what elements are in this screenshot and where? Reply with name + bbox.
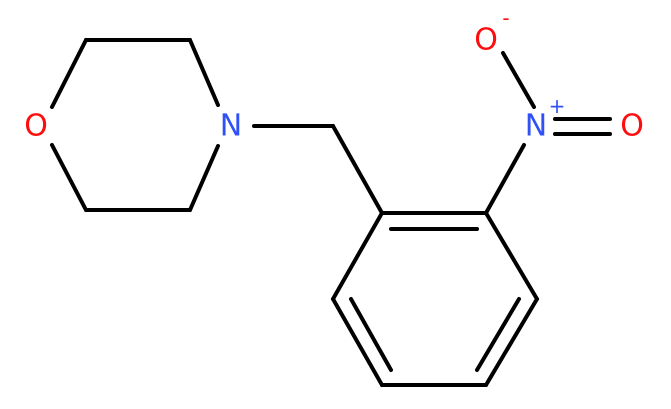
- bond-benzene-c6-c1: [331, 211, 384, 301]
- bond-benzene-c3-c4-inner: [475, 297, 521, 372]
- bond-benzene-nitro-n: [484, 143, 526, 215]
- bonds: [50, 38, 612, 387]
- bond-ch2-benzene: [331, 124, 384, 215]
- nitro-nitrogen-charge: +: [549, 94, 566, 118]
- nitro-oxygen-double-label: O: [620, 109, 644, 144]
- bond-benzene-c2-c3: [484, 211, 539, 301]
- bond-ring-n-c1: [188, 38, 220, 107]
- bond-benzene-c5-c6-inner: [349, 297, 393, 372]
- nitro-oxygen-single-label: O: [474, 23, 498, 58]
- ring-nitrogen-label: N: [220, 109, 242, 144]
- nitro-oxygen-charge: -: [502, 6, 509, 30]
- bond-ring-c2-o: [50, 38, 88, 109]
- bond-nitro-n-o-single: [501, 51, 536, 109]
- bond-ring-c4-n: [188, 144, 220, 212]
- ring-oxygen-label: O: [24, 109, 48, 144]
- atom-labels: O N N + O - O: [24, 6, 644, 144]
- bond-ring-o-c3: [50, 143, 88, 212]
- nitro-nitrogen-label: N: [525, 109, 547, 144]
- bond-benzene-c3-c4: [484, 297, 539, 387]
- bond-benzene-c5-c6: [331, 297, 384, 387]
